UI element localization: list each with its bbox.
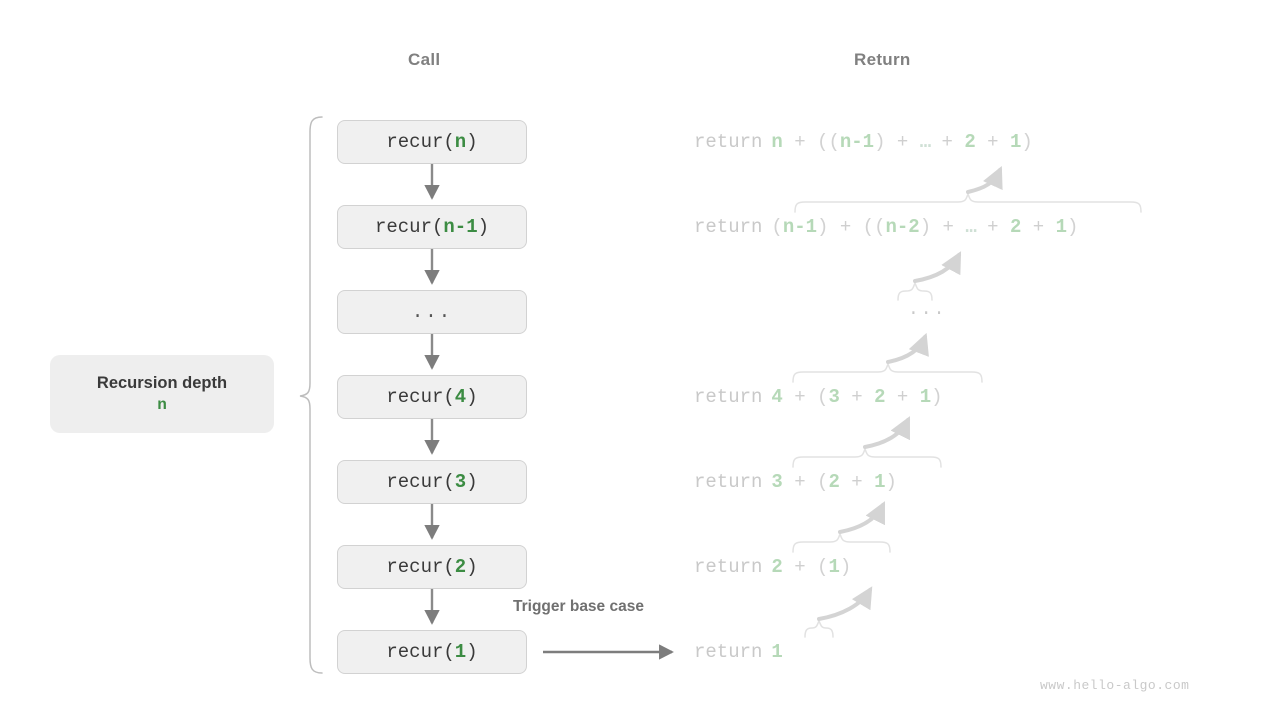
return-arrow-1 [966, 166, 1003, 194]
recursion-depth-value: n [157, 396, 167, 414]
call-box-text-2: ... [411, 301, 453, 323]
return-arrow-2 [913, 251, 962, 283]
call-box-recur-2: recur(2) [337, 545, 527, 589]
return-expression-4: 3 + (2 + 1) [771, 471, 897, 493]
return-arrow-5 [838, 501, 885, 534]
return-arrow-6 [817, 586, 873, 621]
recursion-depth-brace [299, 116, 323, 674]
return-row-5: return 2 + (1) [694, 553, 851, 581]
call-box-text-1: recur(n-1) [374, 216, 490, 238]
return-arrow-3 [886, 332, 929, 364]
return-row-4: return 3 + (2 + 1) [694, 468, 897, 496]
return-keyword-4: return [694, 471, 763, 493]
call-box-recur-3: recur(3) [337, 460, 527, 504]
call-box-text-5: recur(2) [386, 556, 478, 578]
return-brace-4 [792, 446, 942, 468]
call-box-ellipsis: ... [337, 290, 527, 334]
recursion-depth-label: Recursion depth n [50, 355, 274, 433]
return-arrow-4 [863, 416, 910, 449]
return-row-1: return (n-1) + ((n-2) + … + 2 + 1) [694, 213, 1078, 241]
return-expression-5: 2 + (1) [771, 556, 852, 578]
return-keyword-3: return [694, 386, 763, 408]
return-keyword-0: return [694, 131, 763, 153]
return-expression-3: 4 + (3 + 2 + 1) [771, 386, 943, 408]
return-keyword-1: return [694, 216, 763, 238]
call-box-text-6: recur(1) [386, 641, 478, 663]
return-expression-6: 1 [771, 641, 783, 663]
return-row-ellipsis: ... [908, 300, 947, 320]
return-brace-6 [804, 619, 834, 638]
return-expression-1: (n-1) + ((n-2) + … + 2 + 1) [771, 216, 1079, 238]
return-row-0: return n + ((n-1) + … + 2 + 1) [694, 128, 1033, 156]
recursion-depth-title: Recursion depth [96, 374, 228, 392]
call-box-text-3: recur(4) [386, 386, 478, 408]
return-brace-ellipsis [897, 280, 933, 301]
column-header-return: Return [854, 50, 911, 69]
call-box-recur-1: recur(1) [337, 630, 527, 674]
return-keyword-6: return [694, 641, 763, 663]
call-box-recur-n-1: recur(n-1) [337, 205, 527, 249]
trigger-base-case-label: Trigger base case [513, 598, 644, 615]
call-box-recur-4: recur(4) [337, 375, 527, 419]
return-brace-3 [792, 361, 983, 383]
call-box-recur-n: recur(n) [337, 120, 527, 164]
call-box-text-4: recur(3) [386, 471, 478, 493]
return-expression-0: n + ((n-1) + … + 2 + 1) [771, 131, 1033, 153]
return-keyword-5: return [694, 556, 763, 578]
return-row-6: return 1 [694, 638, 783, 666]
return-row-3: return 4 + (3 + 2 + 1) [694, 383, 943, 411]
watermark: www.hello-algo.com [1040, 678, 1190, 693]
call-box-text-0: recur(n) [386, 131, 478, 153]
return-brace-5 [792, 531, 891, 553]
column-header-call: Call [408, 50, 441, 69]
return-brace-1 [794, 191, 1142, 213]
